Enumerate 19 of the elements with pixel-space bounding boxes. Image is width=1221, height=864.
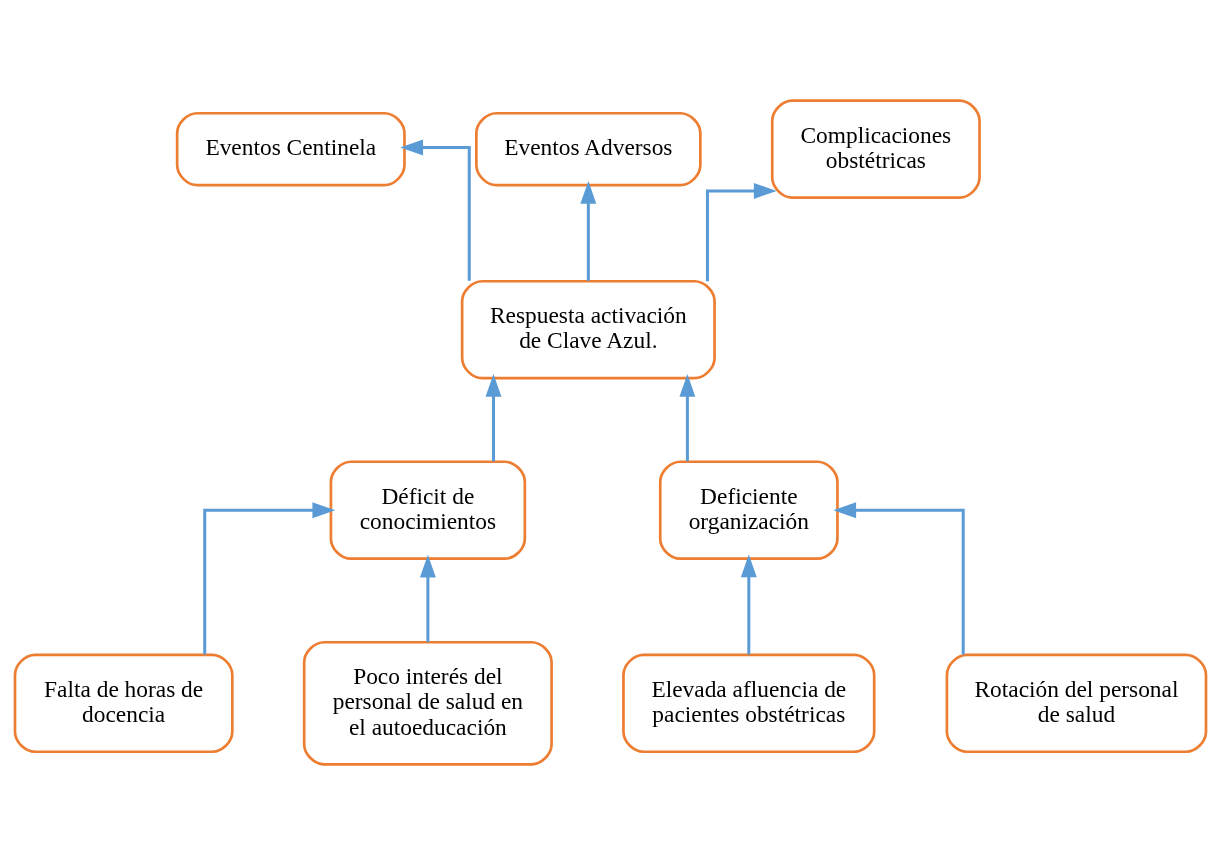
arrow [400, 139, 471, 281]
node-box: Eventos Adversos [475, 111, 702, 186]
arrow [740, 553, 757, 655]
arrow [705, 182, 777, 281]
node-box: Elevada afluencia de pacientes obstétricas [622, 653, 876, 753]
arrow [679, 373, 696, 461]
arrow [419, 554, 436, 642]
node-box: Deficiente organización [658, 459, 839, 560]
node-box: Complicaciones obstétricas [770, 98, 981, 199]
node-box: Poco interés del personal de salud en el autoeducación [302, 640, 553, 766]
arrow [833, 501, 965, 655]
node-box: Eventos Centinela [175, 111, 406, 186]
arrow [485, 373, 502, 461]
arrow [203, 501, 336, 655]
node-box: Falta de horas de docencia [13, 653, 234, 753]
node-box: Déficit de conocimientos [329, 459, 527, 560]
node-box: Respuesta activación de Clave Azul. [460, 279, 716, 379]
node-box: Rotación del personal de salud [945, 653, 1208, 753]
arrow [580, 180, 597, 281]
